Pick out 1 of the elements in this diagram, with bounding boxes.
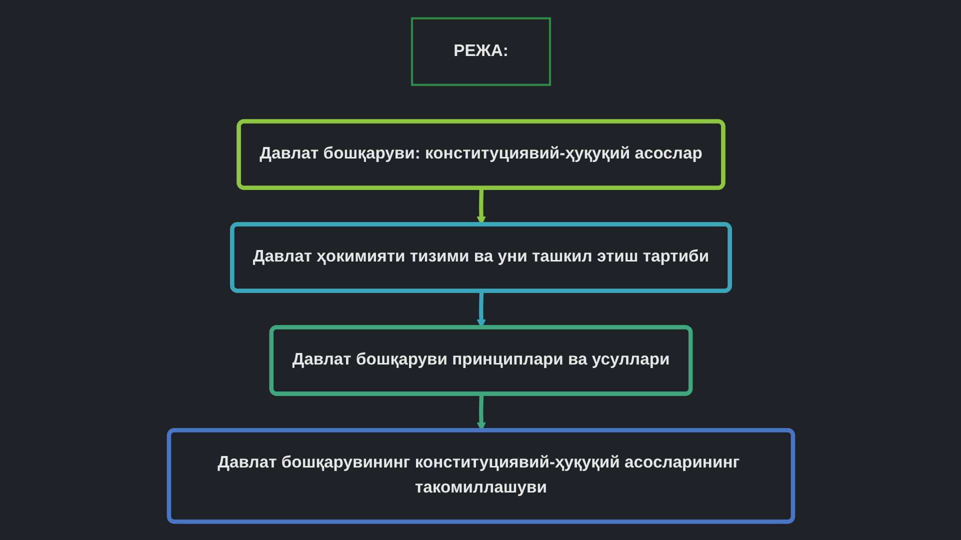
node-box: РЕЖА: xyxy=(410,17,551,86)
